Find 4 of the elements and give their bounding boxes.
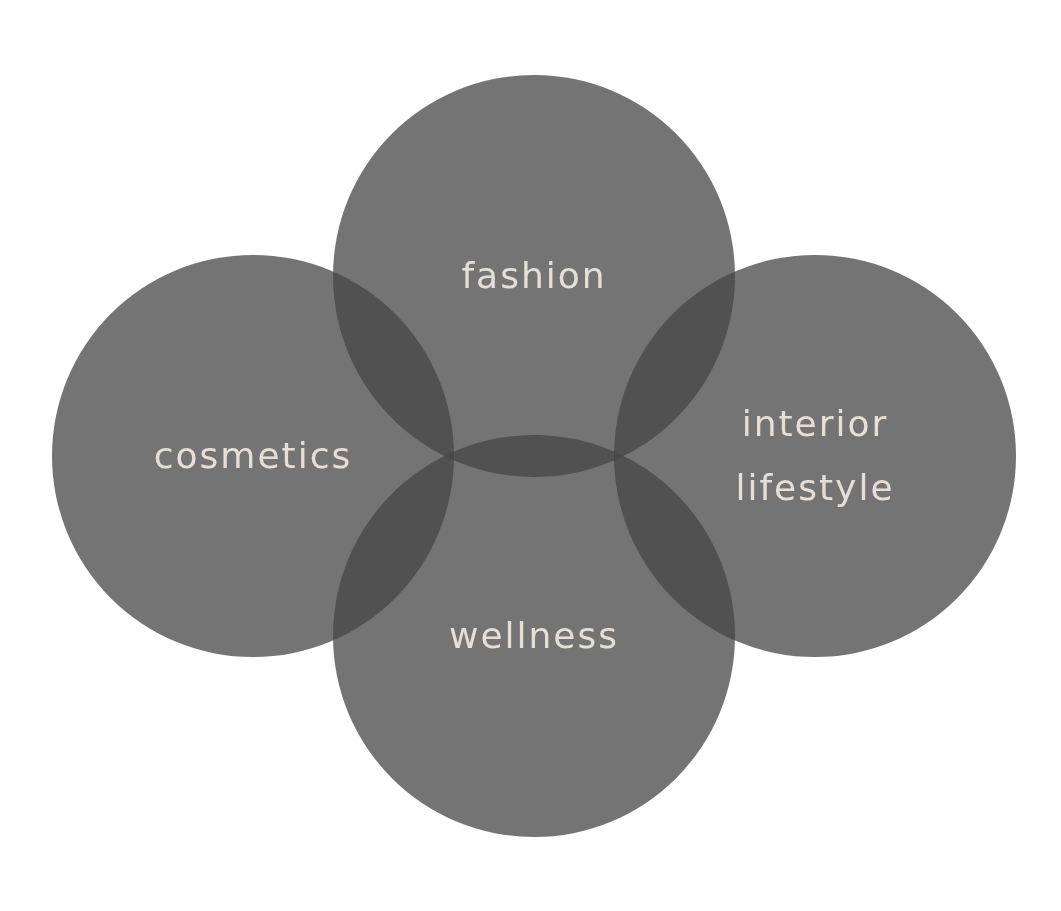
circle-label: fashion <box>460 254 608 298</box>
circle-label: wellness <box>447 614 621 658</box>
circle-label: cosmetics <box>152 434 354 478</box>
circle-label: interior lifestyle <box>734 402 896 510</box>
